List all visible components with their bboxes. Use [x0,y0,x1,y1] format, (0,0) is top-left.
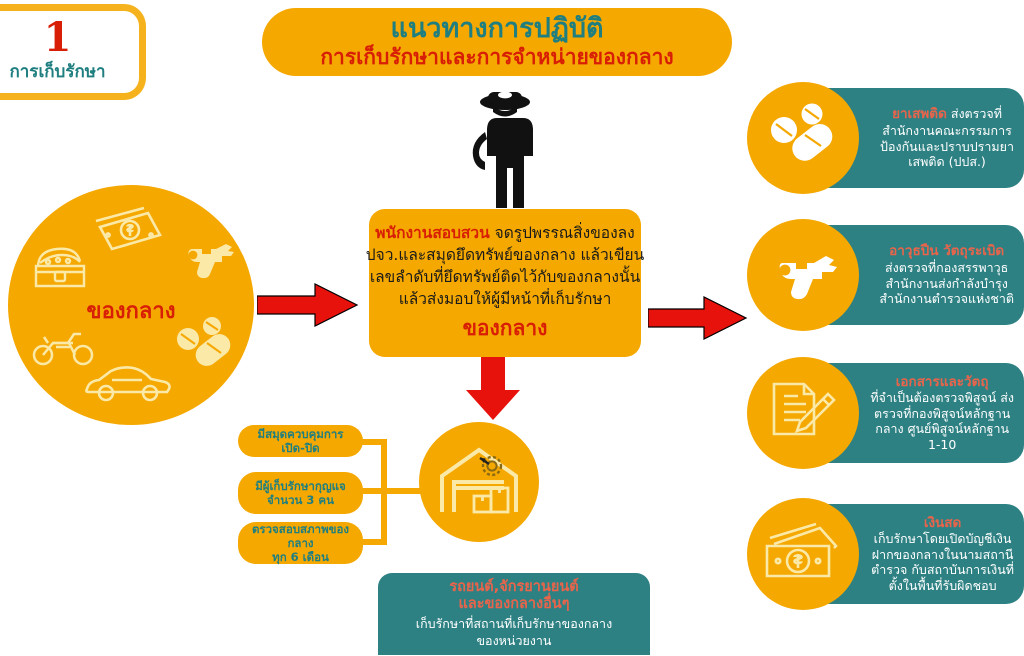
pills-icon [767,103,839,173]
right-card-weapons-line-4: สำนักงานตำรวจแห่งชาติ [879,291,1014,307]
storage-rule-2-line-2: จำนวน 3 คน [267,493,334,507]
right-card-drugs[interactable]: ยาเสพติด ส่งตรวจที่ สำนักงานคณะกรรมการ ป… [747,82,1024,194]
right-card-drugs-line-4: เสพติด (ปปส.) [908,154,986,170]
right-card-drugs-line-1-rest: ส่งตรวจที่ [946,106,1002,122]
step-number: 1 [43,14,72,61]
title-line-2: การเก็บรักษาและการจำหน่ายของกลาง [320,44,674,69]
right-card-drugs-icon-circle [747,82,859,194]
center-line-3: เลขลำดับที่ยึดทรัพย์ติดไว้กับของกลางนั้น [369,267,641,286]
right-card-cash-heading: เงินสด [923,514,962,531]
seal-stamp [479,455,503,477]
right-card-weapons-heading: อาวุธปืน วัตถุระเบิด [889,243,1005,260]
bottom-body-line-1: เก็บรักษาที่สถานที่เก็บรักษาของกลาง [415,615,613,631]
warehouse-icon [436,440,522,524]
revolver-icon [176,233,238,281]
center-process-box: พนักงานสอบสวน จดรูปพรรณสิ่งของลง ปจว.และ… [365,209,645,357]
right-card-documents-line-4: กลาง ศูนย์พิสูจน์หลักฐาน [875,421,1010,437]
treasure-chest-icon [30,241,92,291]
bottom-heading-line-2: และของกลางอื่นๆ [458,596,570,613]
right-card-weapons-line-2: ส่งตรวจที่กองสรรพาวุธ [885,260,1009,276]
bottom-vehicles-box: รถยนต์,จักรยานยนต์ และของกลางอื่นๆ เก็บร… [378,573,650,655]
storage-rule-1-line-1: มีสมุดควบคุมการเปิด-ปิด [257,426,344,455]
right-card-cash-line-4: ตำรวจ กับสถาบันการเงินที่ [871,562,1014,578]
arrow-left-to-center [256,283,359,331]
right-card-weapons-text: อาวุธปืน วัตถุระเบิด ส่งตรวจที่กองสรรพาว… [879,243,1014,306]
center-line-4: แล้วส่งมอบให้ผู้มีหน้าที่เก็บรักษา [398,289,612,308]
right-card-weapons-icon-circle [747,219,859,331]
right-card-documents-line-2: ที่จำเป็นต้องตรวจพิสูจน์ ส่ง [870,390,1014,406]
center-line-2: ปจว.และสมุดยึดทรัพย์ของกลาง แล้วเขียน [365,245,645,264]
right-card-documents-icon-circle [747,357,859,469]
right-card-documents-line-3: ตรวจที่กองพิสูจน์หลักฐาน [874,405,1011,421]
right-card-cash-icon-circle [747,498,859,610]
right-card-cash-text: เงินสด เก็บรักษาโดยเปิดบัญชีเงิน ฝากของก… [871,515,1014,594]
center-emphasis: ของกลาง [462,315,548,340]
bottom-body-line-2: ของหน่วยงาน [476,633,552,649]
motorcycle-icon [30,325,96,367]
right-card-cash-line-5: ตั้งในพื้นที่รับผิดชอบ [888,577,997,593]
step-label: การเก็บรักษา [9,62,106,82]
right-card-cash-line-2: เก็บรักษาโดยเปิดบัญชีเงิน [873,531,1012,547]
center-line-1: พนักงานสอบสวน จดรูปพรรณสิ่งของลง [375,222,635,244]
storage-rule-1: มีสมุดควบคุมการเปิด-ปิด [238,425,363,457]
right-card-drugs-heading: ยาเสพติด [892,106,947,123]
right-card-drugs-line-1: ยาเสพติด ส่งตรวจที่ [880,106,1014,123]
right-card-weapons-line-3: สำนักงานส่งกำลังบำรุง [885,275,1008,291]
evidence-circle: ของกลาง [8,185,254,425]
arrow-center-to-warehouse [462,352,524,426]
title-line-1: แนวทางการปฏิบัติ [390,13,604,45]
warehouse-icon-circle [419,422,539,542]
right-card-drugs-line-3: ป้องกันและปราบปรามยา [880,138,1014,154]
banknote-icon [762,522,844,586]
evidence-circle-label: ของกลาง [86,299,176,324]
right-card-cash-line-3: ฝากของกลางในนามสถานี [871,546,1014,562]
right-card-cash[interactable]: เงินสด เก็บรักษาโดยเปิดบัญชีเงิน ฝากของก… [747,498,1024,610]
storage-rule-3-line-1: ตรวจสอบสภาพของกลาง [251,521,350,550]
right-card-drugs-text: ยาเสพติด ส่งตรวจที่ สำนักงานคณะกรรมการ ป… [880,106,1014,169]
storage-rule-3: ตรวจสอบสภาพของกลาง ทุก 6 เดือน [238,522,363,564]
right-card-documents-text: เอกสารและวัตถุ ที่จำเป็นต้องตรวจพิสูจน์ … [870,374,1014,453]
storage-rule-3-line-2: ทุก 6 เดือน [272,550,329,565]
police-officer-icon [455,88,555,214]
documents-pen-icon [768,376,838,450]
page-title: แนวทางการปฏิบัติ การเก็บรักษาและการจำหน่… [262,8,732,76]
right-card-documents[interactable]: เอกสารและวัตถุ ที่จำเป็นต้องตรวจพิสูจน์ … [747,357,1024,469]
car-icon [82,363,174,403]
bottom-heading-line-1: รถยนต์,จักรยานยนต์ [449,578,579,595]
right-card-documents-heading: เอกสารและวัตถุ [895,373,989,390]
center-line-1-rest: จดรูปพรรณสิ่งของลง [489,223,635,242]
right-card-drugs-line-2: สำนักงานคณะกรรมการ [882,123,1012,139]
center-line-1-highlight: พนักงานสอบสวน [375,223,490,242]
pills-icon [174,317,236,373]
right-card-weapons[interactable]: อาวุธปืน วัตถุระเบิด ส่งตรวจที่กองสรรพาว… [747,219,1024,331]
revolver-icon [765,243,841,307]
banknote-icon [86,205,164,255]
step-badge: 1 การเก็บรักษา [0,4,146,100]
right-card-documents-line-5: 1-10 [927,436,957,452]
storage-rule-2-line-1: มีผู้เก็บรักษากุญแจ [255,478,346,493]
arrow-center-to-right [647,296,748,344]
storage-rule-2: มีผู้เก็บรักษากุญแจ จำนวน 3 คน [238,472,363,514]
